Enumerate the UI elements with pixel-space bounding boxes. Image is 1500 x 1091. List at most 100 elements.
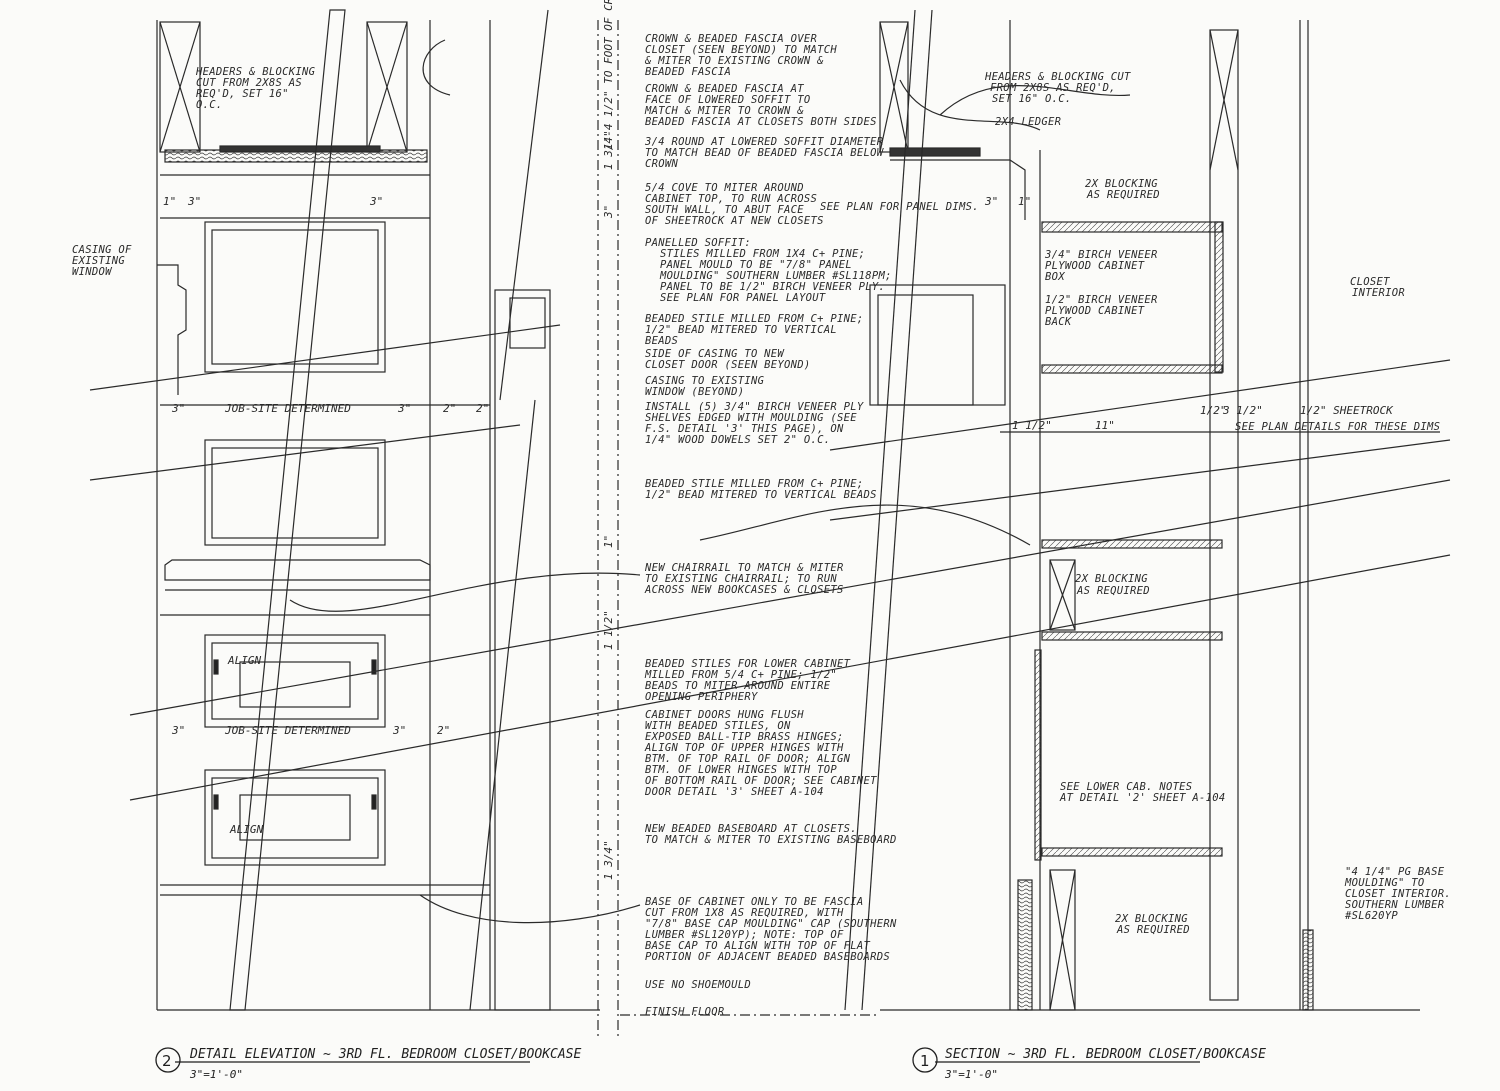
center-note-32: BEADED STILE MILLED FROM C+ PINE; [645,478,864,490]
linework [89,9,1451,1040]
elevation-note-3: O.C. [196,99,223,111]
center-note-40: OPENING PERIPHERY [645,691,758,703]
section-note-24: CLOSET INTERIOR. [1345,888,1451,900]
align-label-lower: ALIGN [229,823,263,836]
center-note-54: LUMBER #SL120YP); NOTE: TOP OF [645,929,844,941]
center-note-26: CASING TO EXISTING [645,375,765,387]
center-note-1: CLOSET (SEEN BEYOND) TO MATCH [645,44,837,56]
center-note-34: NEW CHAIRRAIL TO MATCH & MITER [644,562,844,574]
section-note-11: PLYWOOD CABINET [1045,305,1145,317]
dim-d3b: 3" [369,195,383,208]
center-note-20: SEE PLAN FOR PANEL LAYOUT [660,292,826,304]
dim-s12: 1/2" [1200,404,1227,417]
dim-jsd2: JOB-SITE DETERMINED [224,724,351,737]
center-note-28: INSTALL (5) 3/4" BIRCH VENEER PLY [645,401,864,413]
center-note-8: 3/4 ROUND AT LOWERED SOFFIT DIAMETER [644,136,883,148]
detail-number-right: 1 [920,1052,930,1070]
section-note-5: AS REQUIRED [1086,189,1160,201]
dim-d1a: 1" [163,195,176,208]
center-note-27: WINDOW (BEYOND) [645,386,744,398]
center-note-3: BEADED FASCIA [645,66,731,78]
center-note-7: BEADED FASCIA AT CLOSETS BOTH SIDES [645,116,877,128]
center-note-16: STILES MILLED FROM 1x4 C+ PINE; [660,248,865,260]
elevation-note-5: EXISTING [72,255,125,267]
section-note-12: BACK [1045,316,1072,328]
center-note-11: 5/4 COVE TO MITER AROUND [645,182,804,194]
center-note-4: CROWN & BEADED FASCIA AT [645,83,804,95]
center-note-21: BEADED STILE MILLED FROM C+ PINE; [645,313,864,325]
elevation-note-2: REQ'D, SET 16" [196,88,289,100]
center-note-52: CUT FROM 1x8 AS REQUIRED, WITH [645,907,844,919]
center-note-6: MATCH & MITER TO CROWN & [644,105,804,117]
dim-r2b: 2" [476,402,489,415]
dim-v1: 1 3/4" [602,130,615,170]
dim-jsd1: JOB-SITE DETERMINED [224,402,351,415]
dim-d3c: 3" [984,195,998,208]
center-note-50: TO MATCH & MITER TO EXISTING BASEBOARD [645,834,897,846]
center-note-58: FINISH FLOOR [645,1006,724,1018]
center-note-56: PORTION OF ADJACENT BEADED BASEBOARDS [645,951,890,963]
center-note-17: PANEL MOULD TO BE "7/8" PANEL [660,259,852,271]
section-note-21: AS REQUIRED [1116,924,1190,936]
center-note-22: 1/2" BEAD MITERED TO VERTICAL [645,324,837,336]
center-note-24: SIDE OF CASING TO NEW [645,348,785,360]
center-note-46: BTM. OF LOWER HINGES WITH TOP [645,764,837,776]
section-note-20: 2x BLOCKING [1115,913,1188,925]
center-note-33: 1/2" BEAD MITERED TO VERTICAL BEADS [645,489,877,501]
detail-number-left: 2 [162,1052,172,1070]
center-note-30: F.S. DETAIL '3' THIS PAGE), ON [645,423,844,435]
section-note-10: 1/2" BIRCH VENEER [1045,294,1158,306]
section-note-16: 2x BLOCKING [1075,573,1148,585]
align-label-upper: ALIGN [227,654,261,667]
center-note-29: SHELVES EDGED WITH MOULDING (SEE [645,412,857,424]
center-note-25: CLOSET DOOR (SEEN BEYOND) [645,359,811,371]
elevation-note-4: CASING OF [72,244,132,256]
elevation-note-6: WINDOW [72,266,113,278]
section-note-18: SEE LOWER CAB. NOTES [1060,781,1192,793]
section-note-23: MOULDING" TO [1344,877,1424,889]
dim-s112: 1 1/2" [1012,419,1052,432]
center-note-55: BASE CAP TO ALIGN WITH TOP OF FLAT [645,940,871,952]
center-note-38: MILLED FROM 5/4 C+ PINE; 1/2" [644,669,837,681]
section-note-4: 2x BLOCKING [1085,178,1158,190]
center-note-42: WITH BEADED STILES, ON [645,720,791,732]
dim-v2: 3" [602,205,615,219]
center-note-13: SOUTH WALL, TO ABUT FACE [645,204,804,216]
dim-ssheet: 1/2" SHEETROCK [1300,404,1394,417]
center-note-0: CROWN & BEADED FASCIA OVER [645,33,817,45]
center-note-44: ALIGN TOP OF UPPER HINGES WITH [644,742,844,754]
center-note-49: NEW BEADED BASEBOARD AT CLOSETS. [644,823,857,835]
center-note-2: & MITER TO EXISTING CROWN & [644,55,824,67]
center-note-12: CABINET TOP, TO RUN ACROSS [645,193,817,205]
center-note-5: FACE OF LOWERED SOFFIT TO [645,94,811,106]
dim-d3a: 3" [187,195,201,208]
elevation-note-0: HEADERS & BLOCKING [195,66,316,78]
section-note-8: PLYWOOD CABINET [1045,260,1145,272]
center-note-15: PANELLED SOFFIT: [645,237,751,249]
section-note-0: HEADERS & BLOCKING CUT [984,71,1131,83]
detail-scale-right: 3"=1'-0" [944,1068,998,1081]
section-note-6: SEE PLAN FOR PANEL DIMS. [820,201,979,213]
center-note-9: TO MATCH BEAD OF BEADED FASCIA BELOW [645,147,885,159]
dim-r2a: 2" [443,402,456,415]
center-note-39: BEADS TO MITER AROUND ENTIRE [645,680,831,692]
section-note-15: SEE PLAN DETAILS FOR THESE DIMS [1235,421,1440,433]
center-note-48: DOOR DETAIL '3' SHEET A-104 [644,786,824,798]
section-note-7: 3/4" BIRCH VENEER [1044,249,1158,261]
dim-v1b: 1" [602,535,615,548]
center-note-31: 1/4" WOOD DOWELS SET 2" O.C. [645,434,830,446]
section-note-26: #SL620YP [1344,910,1398,922]
center-note-45: BTM. OF TOP RAIL OF DOOR; ALIGN [645,753,851,765]
dim-d1b: 1" [1018,195,1031,208]
center-note-53: "7/8" BASE CAP MOULDING" CAP (SOUTHERN [645,918,897,930]
detail-scale-left: 3"=1'-0" [189,1068,243,1081]
section-note-2: SET 16" O.C. [992,93,1071,105]
center-note-23: BEADS [645,335,678,347]
center-note-36: ACROSS NEW BOOKCASES & CLOSETS [644,584,844,596]
section-note-17: AS REQUIRED [1076,585,1150,597]
